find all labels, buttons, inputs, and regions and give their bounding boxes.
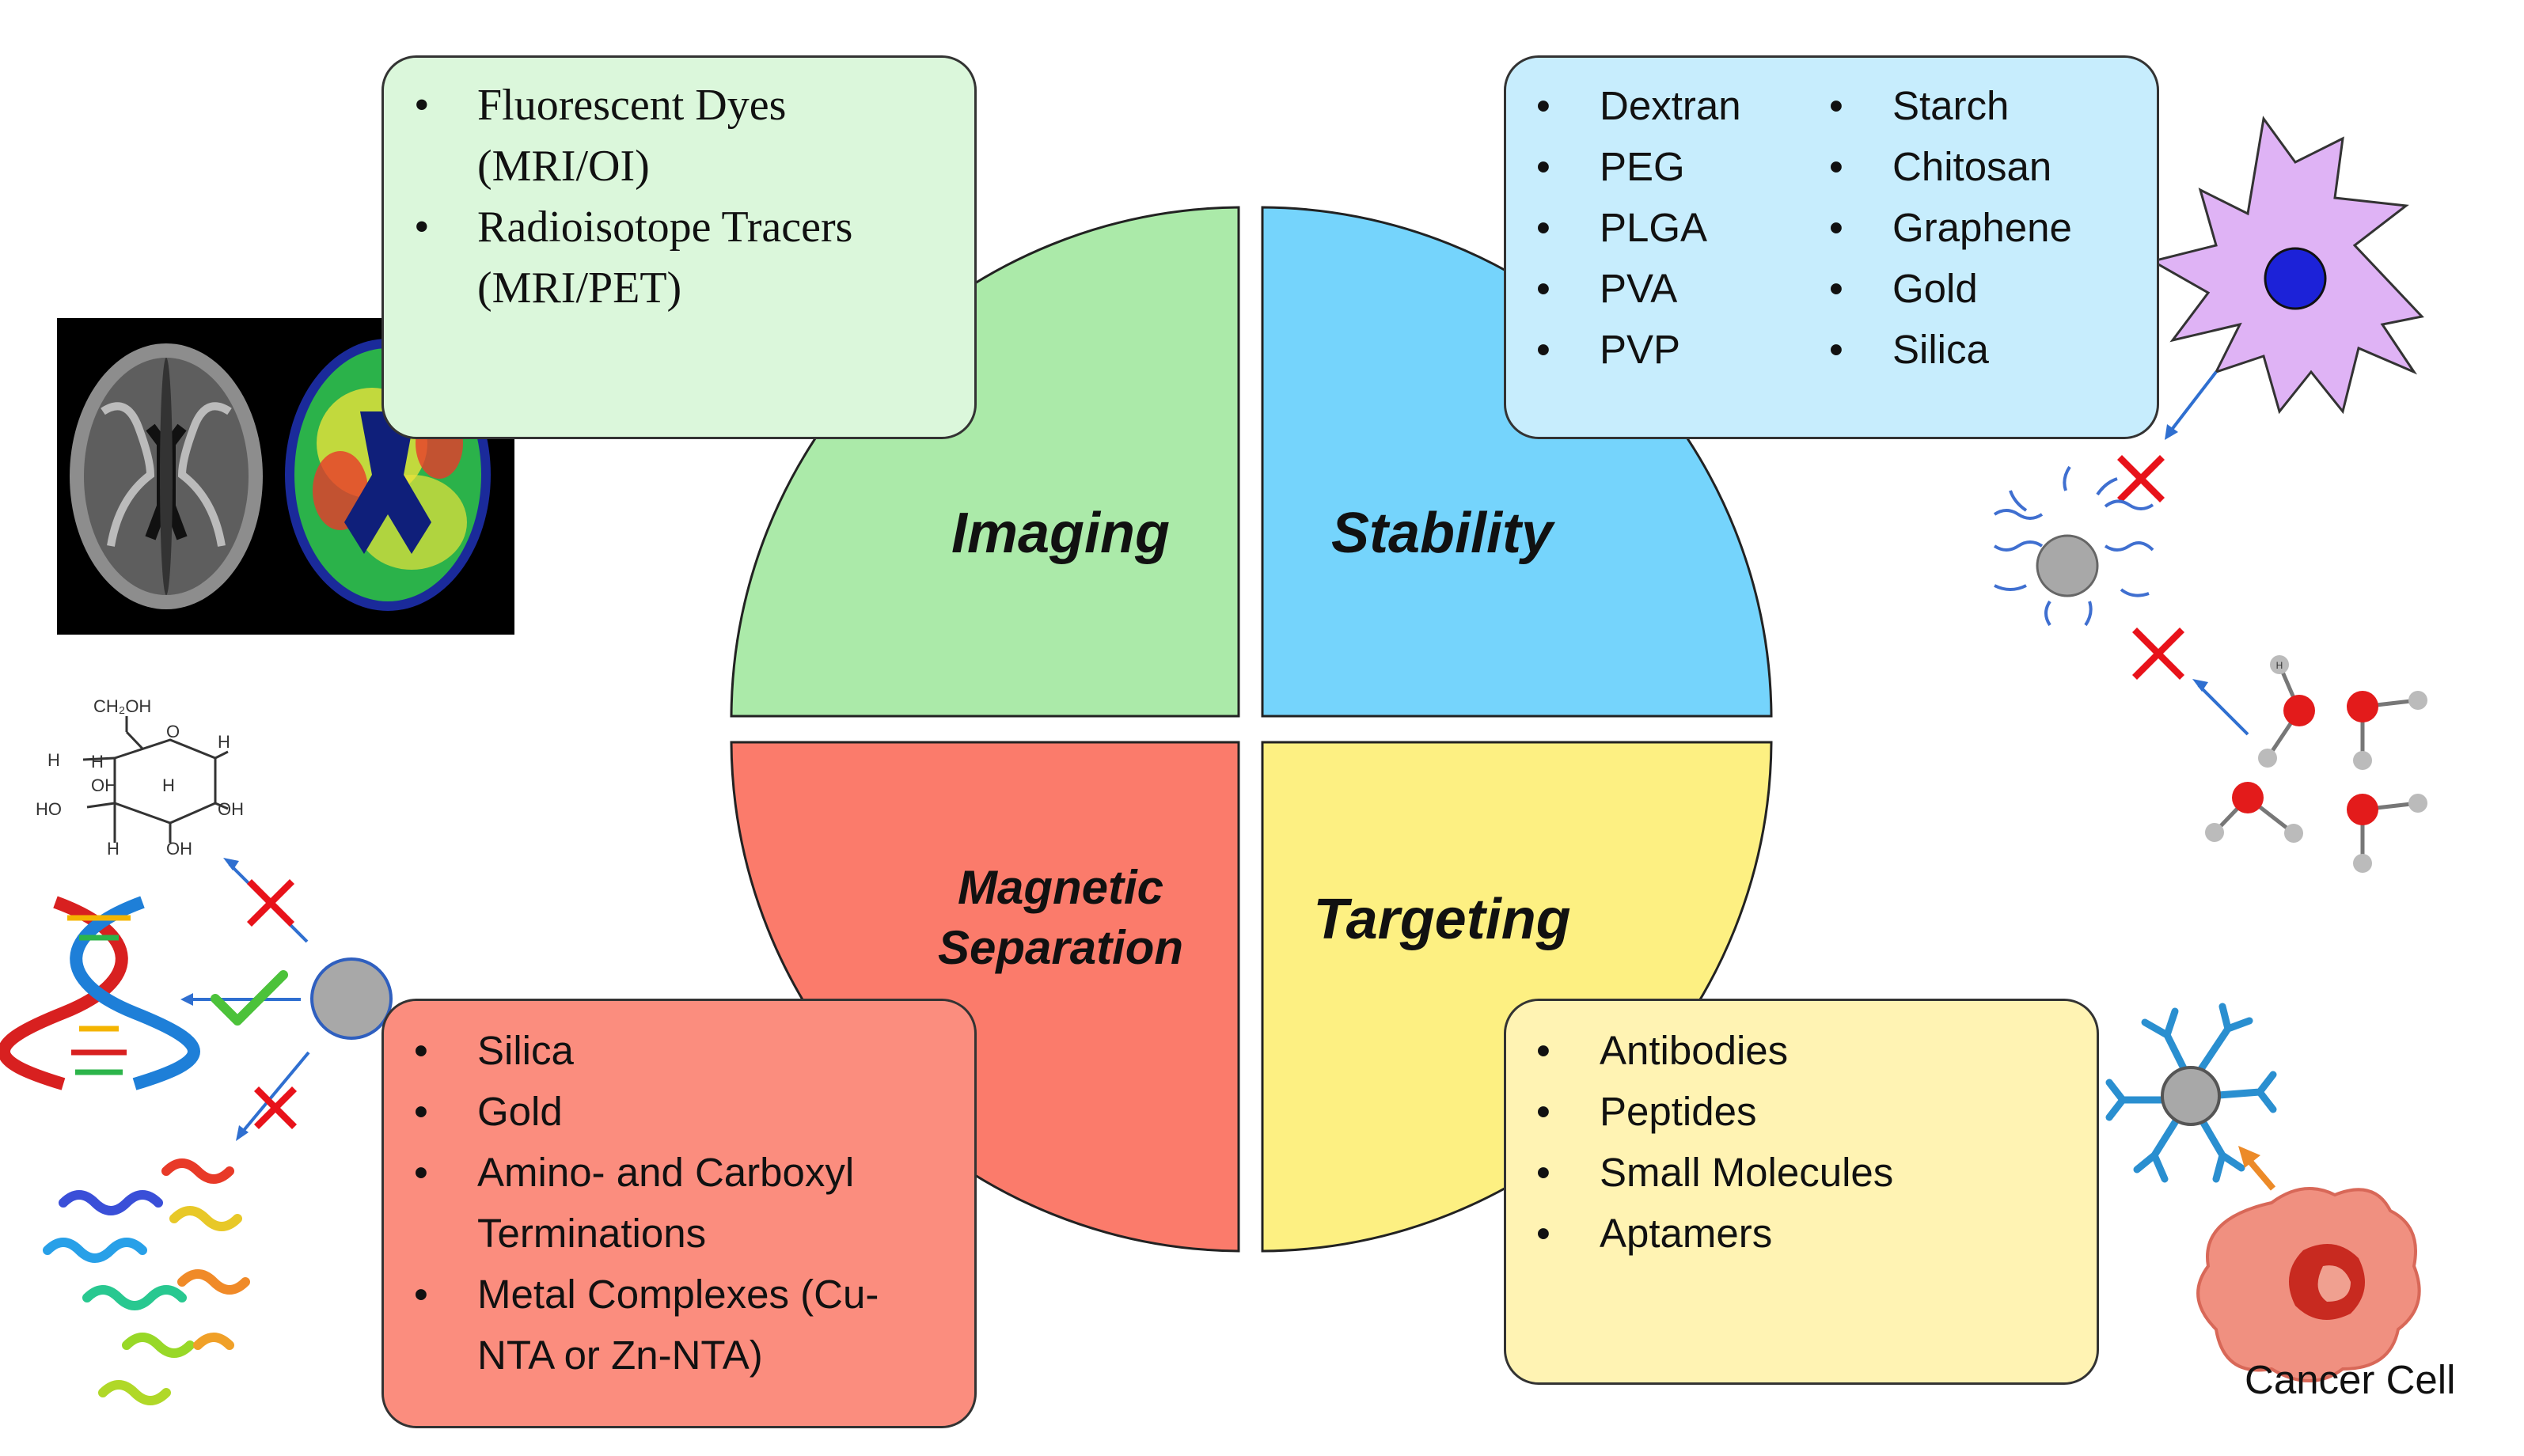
list-item: Graphene: [1799, 197, 2072, 258]
glucose-h-label: H: [107, 839, 120, 859]
list-item: PLGA: [1506, 197, 1799, 258]
imaging-label: Imaging: [951, 502, 1170, 565]
arrowhead-1: [2165, 424, 2178, 440]
imaging-examples-box: Fluorescent Dyes (MRI/OI) Radioisotope T…: [381, 55, 977, 439]
protein-structure-illustration: [43, 1158, 250, 1405]
glucose-h-label: H: [91, 752, 104, 772]
red-x-icon: [2117, 455, 2165, 502]
stability-label: Stability: [1331, 502, 1556, 565]
cancer-cell-illustration: [2196, 1187, 2421, 1382]
targeting-list: Antibodies Peptides Small Molecules Apta…: [1506, 1020, 2097, 1264]
red-x-icon: [254, 1086, 297, 1129]
arrowhead-3: [223, 858, 239, 870]
coated-nanoparticle: [1993, 465, 2154, 627]
magnetic-nanoparticle: [310, 957, 393, 1040]
glucose-oh-label: OH: [166, 839, 192, 859]
glucose-ch2oh-label: CH₂OH: [93, 696, 151, 716]
list-item: Silica: [1799, 319, 2072, 380]
list-item: Dextran: [1506, 75, 1799, 136]
imaging-examples-list: Fluorescent Dyes (MRI/OI) Radioisotope T…: [384, 75, 974, 319]
glucose-h-label: H: [162, 775, 175, 795]
magnetic-label-line2: Separation: [938, 921, 1183, 974]
list-item: Fluorescent Dyes: [384, 75, 974, 136]
glucose-oh-label: OH: [91, 775, 117, 795]
arrowhead-4: [180, 993, 193, 1006]
arrowhead-5: [236, 1125, 249, 1141]
green-check-icon: [211, 970, 288, 1026]
targeting-label: Targeting: [1313, 888, 1570, 951]
glucose-labels: CH₂OH O H H OH H H HO OH H OH: [36, 696, 244, 859]
targeting-examples-box: Antibodies Peptides Small Molecules Apta…: [1504, 999, 2099, 1385]
glucose-oh-label: OH: [218, 799, 244, 819]
list-item: Starch: [1799, 75, 2072, 136]
cancer-cell-caption: Cancer Cell: [2245, 1357, 2456, 1402]
arrowhead-2: [2192, 679, 2208, 692]
glucose-ho-label: HO: [36, 799, 62, 819]
glucose-h-label: H: [47, 750, 60, 770]
list-item: Amino- and Carboxyl: [384, 1142, 974, 1203]
glucose-h-label: H: [218, 732, 230, 752]
quadrant-circle: [730, 206, 1773, 1253]
list-item: PVP: [1506, 319, 1799, 380]
arrowhead-6: [2238, 1146, 2260, 1168]
list-item: Metal Complexes (Cu-: [384, 1264, 974, 1325]
list-item: Small Molecules: [1506, 1142, 2097, 1203]
water-molecules-illustration: H: [2205, 655, 2427, 873]
antibody-coated-nanoparticle: [2105, 1003, 2277, 1183]
arrow-cell-to-particle: [2167, 370, 2218, 435]
immune-cell-illustration: [2150, 116, 2424, 415]
magnetic-separation-list: Silica Gold Amino- and Carboxyl Terminat…: [384, 1020, 974, 1386]
hydrogen-label: H: [2276, 660, 2283, 671]
list-item-continuation: Terminations: [477, 1211, 707, 1256]
stability-examples-box: Dextran PEG PLGA PVA PVP Starch Chitosan…: [1504, 55, 2159, 439]
magnetic-separation-examples-box: Silica Gold Amino- and Carboxyl Terminat…: [381, 999, 977, 1428]
arrow-water-to-particle: [2197, 684, 2249, 736]
dna-helix-illustration: [0, 896, 200, 1090]
list-item: PVA: [1506, 258, 1799, 319]
list-item: Silica: [384, 1020, 974, 1081]
list-item: Gold: [1799, 258, 2072, 319]
list-item-continuation: (MRI/PET): [477, 264, 682, 313]
red-x-icon: [247, 879, 294, 927]
list-item: Gold: [384, 1081, 974, 1142]
stability-list-col2: Starch Chitosan Graphene Gold Silica: [1799, 75, 2072, 380]
list-item: Peptides: [1506, 1081, 2097, 1142]
list-item: Chitosan: [1799, 136, 2072, 197]
list-item: Aptamers: [1506, 1203, 2097, 1264]
arrow-particle-to-protein: [240, 1051, 310, 1135]
red-x-icon: [2132, 628, 2184, 680]
glucose-structure: [82, 716, 229, 843]
list-item-continuation: (MRI/OI): [477, 142, 650, 191]
list-item: Radioisotope Tracers: [384, 197, 974, 258]
glucose-o-label: O: [166, 722, 180, 741]
stability-list-col1: Dextran PEG PLGA PVA PVP: [1506, 75, 1799, 380]
magnetic-label-line1: Magnetic: [958, 861, 1163, 914]
list-item: Antibodies: [1506, 1020, 2097, 1081]
list-item-continuation: NTA or Zn-NTA): [477, 1333, 763, 1378]
list-item: PEG: [1506, 136, 1799, 197]
